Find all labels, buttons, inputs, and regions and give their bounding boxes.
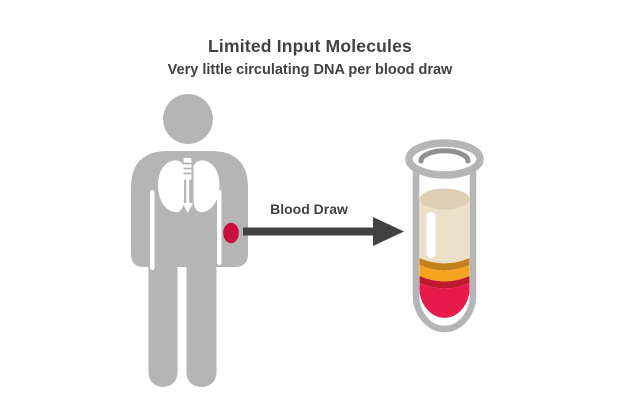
tube-rim <box>405 139 484 179</box>
blood-collection-tube-icon <box>405 139 484 333</box>
plasma-highlight <box>426 212 436 258</box>
stem-flare <box>182 203 193 213</box>
arrow-shaft <box>243 227 375 236</box>
left-lung-lobe <box>158 160 184 213</box>
rbc-layer <box>419 283 470 318</box>
buffy-coat-orange-band <box>419 265 470 282</box>
right-arm-slit <box>217 190 222 265</box>
head <box>163 94 213 144</box>
arrow-label: Blood Draw <box>270 201 348 217</box>
plasma-surface <box>419 188 470 210</box>
right-arrow-icon <box>243 217 404 246</box>
trachea-rings <box>183 162 192 175</box>
tube-contents <box>419 188 470 318</box>
page-title: Limited Input Molecules <box>208 36 412 56</box>
right-leg <box>186 252 217 387</box>
rim-inner-shadow <box>418 148 471 164</box>
arrow-head <box>373 217 404 246</box>
title-block: Limited Input Molecules Very little circ… <box>0 36 620 78</box>
buffy-coat-dark-band <box>419 258 470 271</box>
bronchus-stem <box>186 178 190 206</box>
patient-figure-icon <box>131 94 248 387</box>
left-leg <box>148 252 178 387</box>
right-lung-lobe <box>193 160 220 213</box>
left-arm-slit <box>150 190 155 270</box>
rbc-dark-band <box>419 276 470 289</box>
page-subtitle: Very little circulating DNA per blood dr… <box>167 62 453 78</box>
lungs-icon <box>158 158 220 213</box>
blood-draw-site-dot <box>223 222 239 244</box>
